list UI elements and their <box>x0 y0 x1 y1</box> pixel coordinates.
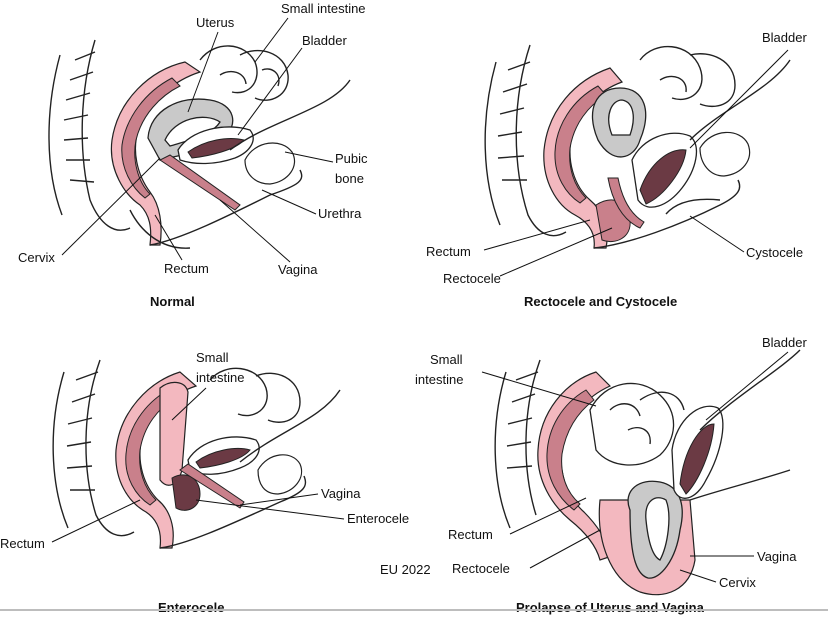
label-urethra: Urethra <box>318 206 362 221</box>
small-intestine-rectocele <box>639 45 736 108</box>
label-pubic-bone-line1: Pubic <box>335 151 368 166</box>
label-vagina-3: Vagina <box>321 486 361 501</box>
label-rectum-2: Rectum <box>426 244 471 259</box>
caption-normal: Normal <box>150 294 195 309</box>
leader-lines-rectocele <box>483 49 789 277</box>
label-rectum-3: Rectum <box>0 536 45 551</box>
label-rectocele-4: Rectocele <box>452 561 510 576</box>
label-small-intestine-4-line1: Small <box>430 352 463 367</box>
caption-enterocele: Enterocele <box>158 600 224 615</box>
label-vagina: Vagina <box>278 262 318 277</box>
panel-normal <box>48 39 351 249</box>
label-small-intestine-3-line2: intestine <box>196 370 244 385</box>
label-small-intestine: Small intestine <box>281 1 366 16</box>
label-cervix: Cervix <box>18 250 55 265</box>
spine-normal <box>48 39 131 231</box>
label-uterus: Uterus <box>196 15 235 30</box>
spine-rectocele <box>484 44 567 237</box>
panel-prolapse <box>494 349 801 596</box>
label-bladder: Bladder <box>302 33 347 48</box>
pubic-bone-rectocele <box>699 131 751 177</box>
label-cystocele: Cystocele <box>746 245 803 260</box>
leader-lines-enterocele <box>51 387 345 543</box>
pubic-bone-enterocele <box>257 454 303 495</box>
label-rectum-4: Rectum <box>448 527 493 542</box>
label-bladder-4: Bladder <box>762 335 807 350</box>
panel-enterocele <box>52 359 341 549</box>
label-small-intestine-3-line1: Small <box>196 350 229 365</box>
label-rectocele-2: Rectocele <box>443 271 501 286</box>
label-rectum: Rectum <box>164 261 209 276</box>
caption-prolapse: Prolapse of Uterus and Vagina <box>516 600 705 615</box>
label-pubic-bone-line2: bone <box>335 171 364 186</box>
bottom-divider <box>0 609 828 611</box>
small-intestine-prolapse <box>589 382 685 466</box>
label-vagina-4: Vagina <box>757 549 797 564</box>
watermark-stamp: EU 2022 <box>380 562 431 577</box>
leader-lines-normal <box>61 17 334 263</box>
intestine-loops-enterocele <box>209 367 301 423</box>
spine-prolapse <box>494 359 541 529</box>
spine-enterocele <box>52 359 135 537</box>
small-intestine-normal <box>199 45 289 101</box>
panel-rectocele-cystocele <box>484 44 791 249</box>
label-enterocele: Enterocele <box>347 511 409 526</box>
label-cervix-4: Cervix <box>719 575 756 590</box>
label-bladder-2: Bladder <box>762 30 807 45</box>
caption-rectocele-cystocele: Rectocele and Cystocele <box>524 294 677 309</box>
label-small-intestine-4-line2: intestine <box>415 372 463 387</box>
leader-lines-prolapse <box>481 351 789 583</box>
pubic-bone-normal <box>244 142 296 185</box>
